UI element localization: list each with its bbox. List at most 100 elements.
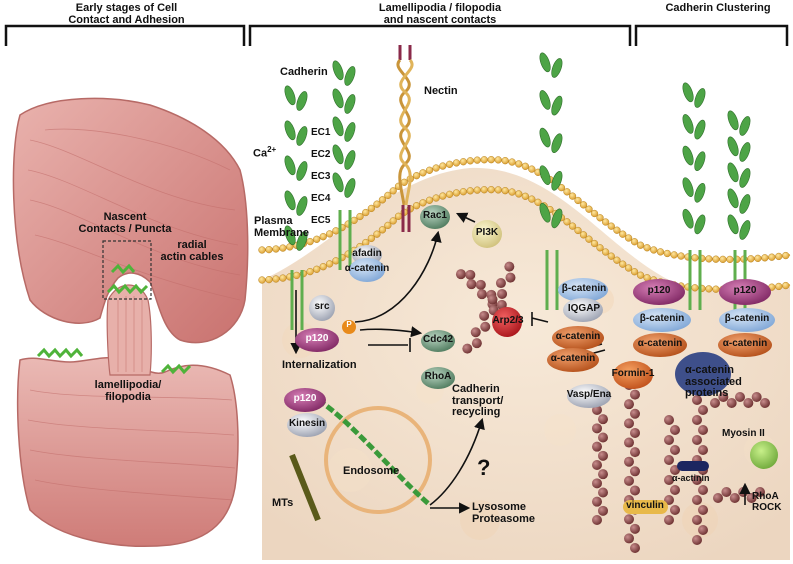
lipid-head (480, 186, 488, 194)
lipid-head (508, 188, 516, 196)
question-mark: ? (477, 455, 491, 480)
lipid-head (521, 192, 530, 200)
rhoa-rock-line1: RhoA (752, 491, 779, 502)
transport-line2: transport/ (452, 394, 504, 407)
lipid-head (630, 268, 639, 276)
actin-bead (738, 487, 749, 497)
lipid-head (258, 246, 266, 254)
lipid-head (563, 218, 571, 226)
endosome (316, 397, 432, 514)
mts-label: MTs (272, 497, 294, 509)
actin-bead (475, 279, 486, 290)
cadherin-molecule (332, 60, 356, 270)
vasp-label: Vasp/Ena (566, 389, 612, 400)
cadherin-dimers (284, 52, 751, 330)
header-early-stages: Early stages of Cell Contact and Adhesio… (44, 2, 209, 26)
actin-bead (630, 466, 640, 477)
cadherin-domain (344, 178, 356, 198)
cadherin-domain (682, 208, 694, 229)
cadherin-domain (739, 116, 751, 136)
cadherin-domain (694, 182, 706, 203)
domain-ec4: EC4 (311, 193, 331, 204)
lipid-head (292, 271, 301, 280)
lipid-head (319, 263, 327, 271)
domain-ec3: EC3 (311, 171, 331, 182)
cadherin-domain (332, 116, 344, 137)
lipid-head (613, 226, 621, 234)
cadherin-domain (727, 214, 739, 235)
lipid-head (412, 202, 421, 210)
actin-bead (692, 475, 702, 485)
actin-bead (710, 398, 720, 408)
p120-endo-label: p120 (293, 393, 317, 404)
lipid-head (332, 227, 340, 235)
cadherin-domain (539, 90, 551, 110)
lipid-head (579, 231, 588, 239)
actin-bead (479, 310, 490, 321)
actin-bead (664, 475, 674, 485)
domain-ec5: EC5 (311, 215, 331, 226)
lipid-head (574, 226, 582, 235)
cadherin-domain (332, 144, 344, 165)
actin-bead (630, 447, 640, 458)
lipid-head (563, 188, 571, 196)
lipid-head (473, 156, 481, 164)
actin-bead (718, 392, 729, 402)
cadherin-domain (694, 214, 706, 235)
cadherin-domain (551, 133, 563, 153)
actin-bead (698, 525, 708, 535)
lipid-head (650, 246, 658, 254)
lipid-head (630, 238, 639, 246)
lysosome-line1: Lysosome (472, 501, 527, 513)
actin-bead (592, 496, 602, 507)
actin-bead (624, 399, 634, 410)
lipid-head (473, 186, 481, 194)
actin-bead (755, 487, 765, 497)
actin-filament (713, 487, 765, 503)
lipid-head (515, 190, 523, 198)
lipid-head (607, 252, 615, 260)
kinesin-label: Kinesin (288, 418, 326, 429)
plasma-membrane-label: Plasma Membrane (254, 215, 309, 239)
domain-ec1: EC1 (311, 127, 331, 138)
lipid-head (782, 281, 790, 290)
lipid-head (279, 274, 287, 282)
header-brackets (4, 24, 789, 46)
myosin-label: Myosin II (722, 428, 765, 439)
lipid-head (459, 188, 467, 196)
actin-bead (598, 469, 608, 480)
cadherin-domain (284, 120, 296, 141)
actin-bead (746, 493, 757, 503)
actin-bead (670, 445, 680, 455)
lipid-head (384, 221, 392, 230)
cadherin-domain (539, 165, 551, 185)
lipid-head (378, 196, 387, 204)
lipid-head (466, 187, 474, 195)
lipid-head (663, 249, 671, 258)
lipid-head (624, 234, 633, 242)
lipid-head (279, 244, 287, 252)
cadherin-domain (682, 82, 694, 103)
calcium-text: Ca (253, 147, 268, 160)
actin-bead (630, 485, 640, 496)
actin-bead (630, 523, 640, 534)
lipid-head (677, 252, 685, 260)
header-lamellipodia: Lamellipodia / filopodia and nascent con… (330, 2, 550, 26)
actin-bead (670, 505, 680, 515)
actin-bead (630, 408, 640, 419)
rhoa-label: RhoA (424, 371, 452, 382)
cadherin-domain (682, 177, 694, 197)
cadherin-domain (296, 196, 308, 216)
endosome-label: Endosome (343, 465, 400, 477)
actin-bead (598, 432, 608, 443)
actin-bead (592, 441, 602, 452)
lipid-head (501, 187, 509, 195)
lipid-head (494, 186, 502, 194)
lipid-head (419, 169, 427, 177)
cadherin-label: Cadherin (280, 66, 328, 78)
lipid-head (619, 230, 627, 238)
lipid-head (528, 195, 536, 203)
lipid-head (747, 255, 755, 263)
